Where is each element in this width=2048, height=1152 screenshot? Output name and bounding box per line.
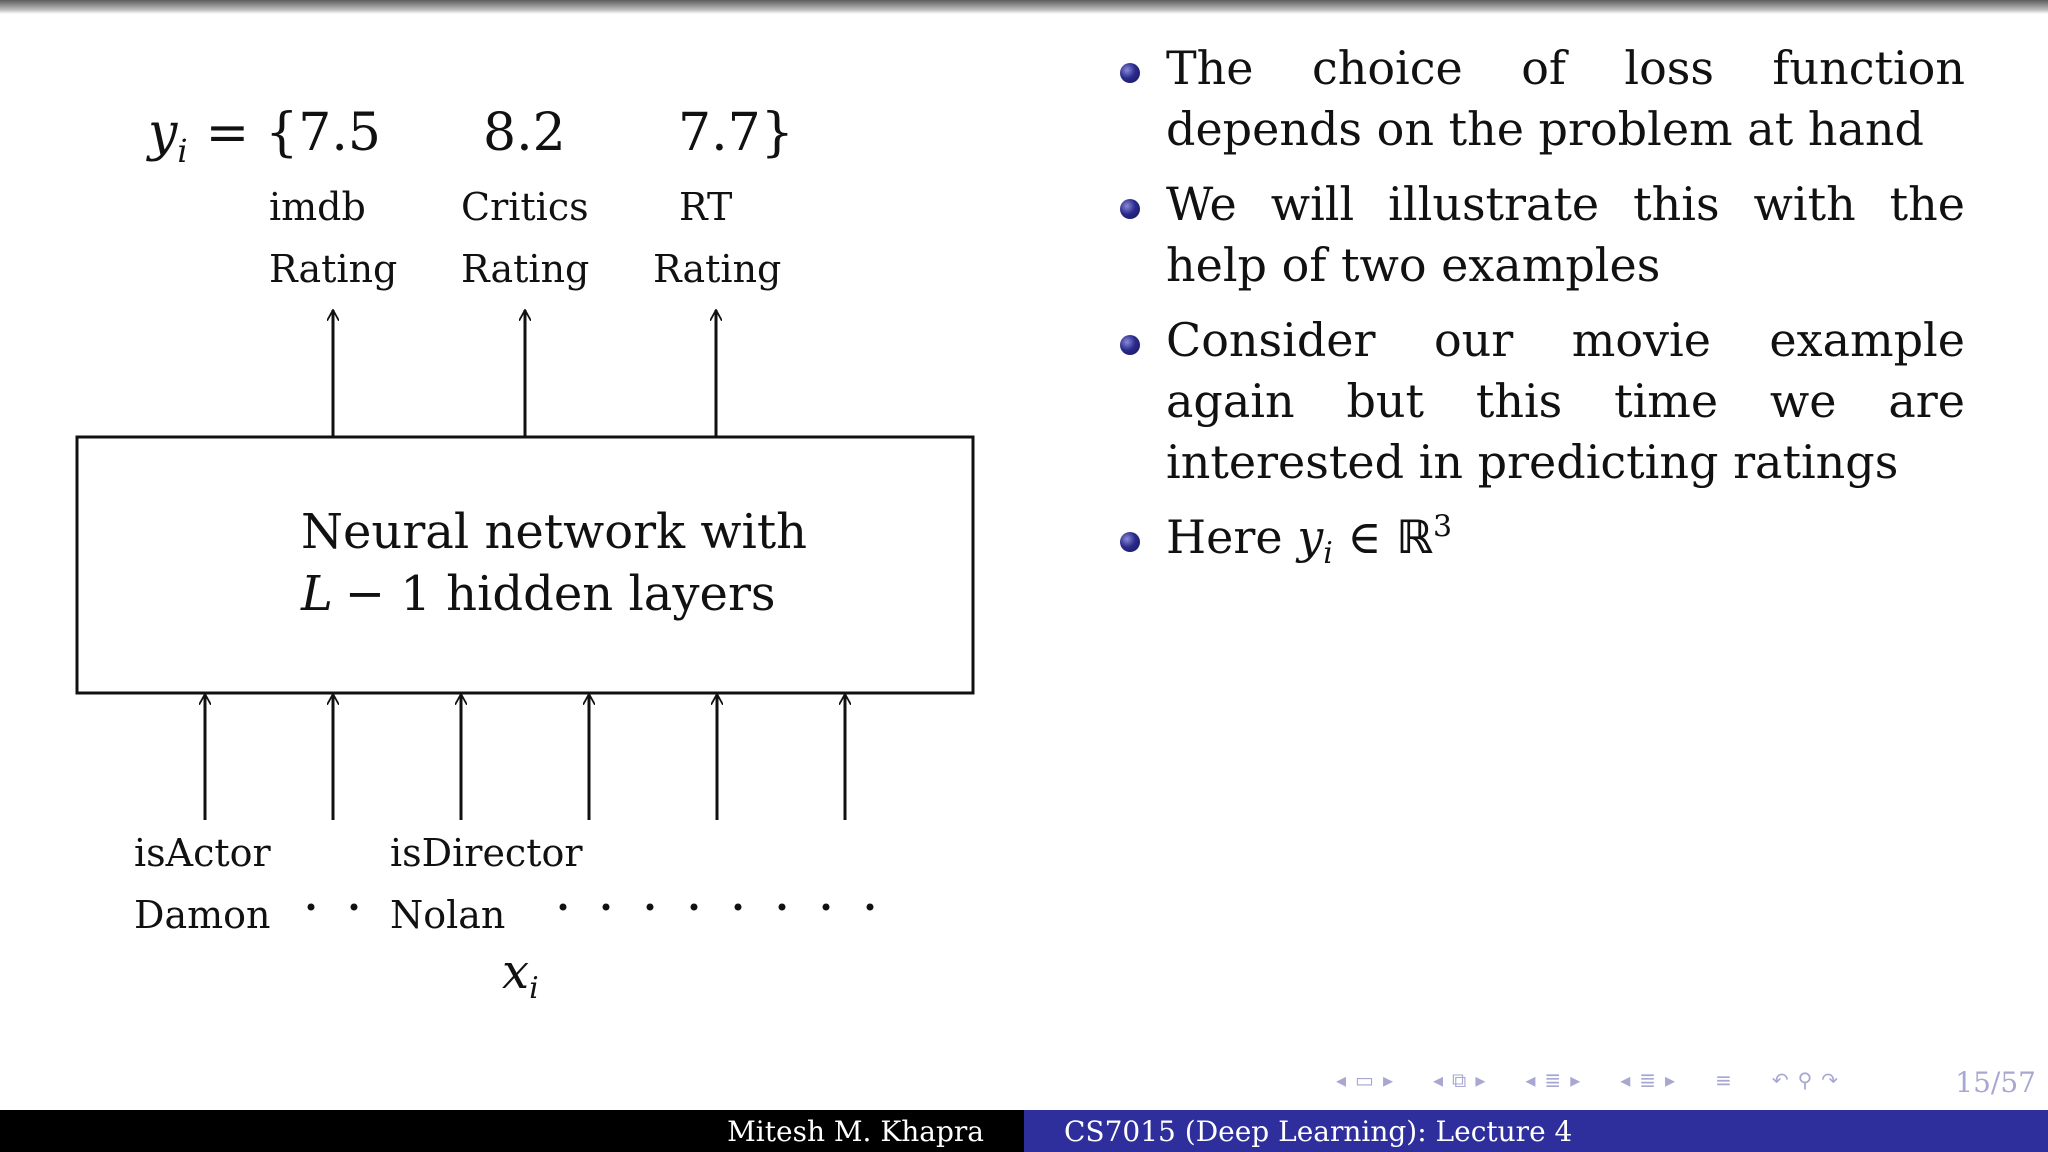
output-sub: i xyxy=(177,132,187,170)
input-ellipsis-dots xyxy=(307,903,874,911)
page-number: 15/57 xyxy=(1955,1066,2036,1099)
nav-toc-icon[interactable]: ≡ xyxy=(1715,1068,1732,1092)
nav-subsection-icon[interactable]: ≣ xyxy=(1639,1068,1657,1092)
output-label-critics-line2: Rating xyxy=(461,247,589,291)
nav-back-icon[interactable]: ↶ xyxy=(1771,1068,1789,1092)
output-value-1: 7.5 xyxy=(298,103,381,163)
bullet-4-var: y xyxy=(1297,510,1324,564)
neural-network-box xyxy=(75,435,975,695)
bullet-4-symbol: ∈ xyxy=(1347,510,1382,564)
bullet-4-prefix: Here xyxy=(1166,510,1283,564)
input-sub: i xyxy=(529,971,539,1006)
footer-bar: Mitesh M. Khapra CS7015 (Deep Learning):… xyxy=(0,1110,2048,1152)
bullet-item-4: Here yi ∈ ℝ3 xyxy=(1110,507,1965,572)
nav-frame-icon[interactable]: ▭ xyxy=(1355,1068,1374,1092)
nav-left-arrow-icon[interactable]: ◂ xyxy=(1433,1068,1444,1092)
output-value-2: 8.2 xyxy=(483,103,566,163)
output-label-imdb-line2: Rating xyxy=(269,247,397,291)
output-label-rt-line2: Rating xyxy=(653,247,781,291)
nav-section-icon[interactable]: ≣ xyxy=(1544,1068,1562,1092)
input-variable: xi xyxy=(502,944,539,1006)
bullet-list: The choice of loss function depends on t… xyxy=(1110,38,1965,582)
nav-left-arrow-icon[interactable]: ◂ xyxy=(1336,1068,1347,1092)
nav-search-icon[interactable]: ⚲ xyxy=(1797,1068,1813,1092)
output-label-critics-line1: Critics xyxy=(461,185,589,229)
output-value-3-group: 7.7} xyxy=(678,103,794,163)
bullet-4-sub: i xyxy=(1323,536,1333,572)
network-box-line1: Neural network with xyxy=(301,504,807,560)
input-label-director-line1: isDirector xyxy=(390,831,583,875)
neural-network-diagram: yi={7.5 8.2 7.7} imdb Rating Critics Rat… xyxy=(75,103,975,1006)
network-box-line2: L− 1 hidden layers xyxy=(300,566,776,622)
bullet-4-sup: 3 xyxy=(1432,509,1453,545)
nav-right-arrow-icon[interactable]: ▸ xyxy=(1382,1068,1393,1092)
bullet-item-2: We will illustrate this with the help of… xyxy=(1110,174,1965,296)
input-label-director-line2: Nolan xyxy=(390,893,505,937)
bullet-item-1: The choice of loss function depends on t… xyxy=(1110,38,1965,160)
output-equation: yi ={7.5 xyxy=(146,103,381,170)
output-label-imdb-line1: imdb xyxy=(269,185,366,229)
nav-right-arrow-icon[interactable]: ▸ xyxy=(1570,1068,1581,1092)
output-equals: = xyxy=(206,103,250,163)
output-var: y xyxy=(146,103,178,163)
beamer-navigation-bar: ◂ ▭ ▸ ◂ ⧉ ▸ ◂ ≣ ▸ ◂ ≣ ▸ ≡ ↶ ⚲ ↷ xyxy=(1336,1064,1838,1096)
nav-right-arrow-icon[interactable]: ▸ xyxy=(1665,1068,1676,1092)
nav-slide-icon[interactable]: ⧉ xyxy=(1452,1068,1467,1092)
bullet-4-set: ℝ xyxy=(1396,510,1433,564)
nav-left-arrow-icon[interactable]: ◂ xyxy=(1525,1068,1536,1092)
footer-author: Mitesh M. Khapra xyxy=(0,1110,1024,1152)
input-label-actor-line1: isActor xyxy=(134,831,272,875)
footer-title: CS7015 (Deep Learning): Lecture 4 xyxy=(1024,1110,2048,1152)
open-brace: { xyxy=(265,103,298,163)
network-box-var-l: L xyxy=(300,566,333,622)
nav-forward-icon[interactable]: ↷ xyxy=(1821,1068,1839,1092)
input-var: x xyxy=(502,944,529,1000)
network-box-line2-rest: − 1 hidden layers xyxy=(345,566,776,622)
bullet-item-3: Consider our movie example again but thi… xyxy=(1110,310,1965,493)
output-label-rt-line1: RT xyxy=(679,185,732,229)
nav-right-arrow-icon[interactable]: ▸ xyxy=(1475,1068,1486,1092)
close-brace: } xyxy=(761,103,794,163)
input-label-actor-line2: Damon xyxy=(134,893,271,937)
nav-left-arrow-icon[interactable]: ◂ xyxy=(1620,1068,1631,1092)
top-shadow-bar xyxy=(0,0,2048,14)
output-value-3: 7.7 xyxy=(678,103,761,163)
